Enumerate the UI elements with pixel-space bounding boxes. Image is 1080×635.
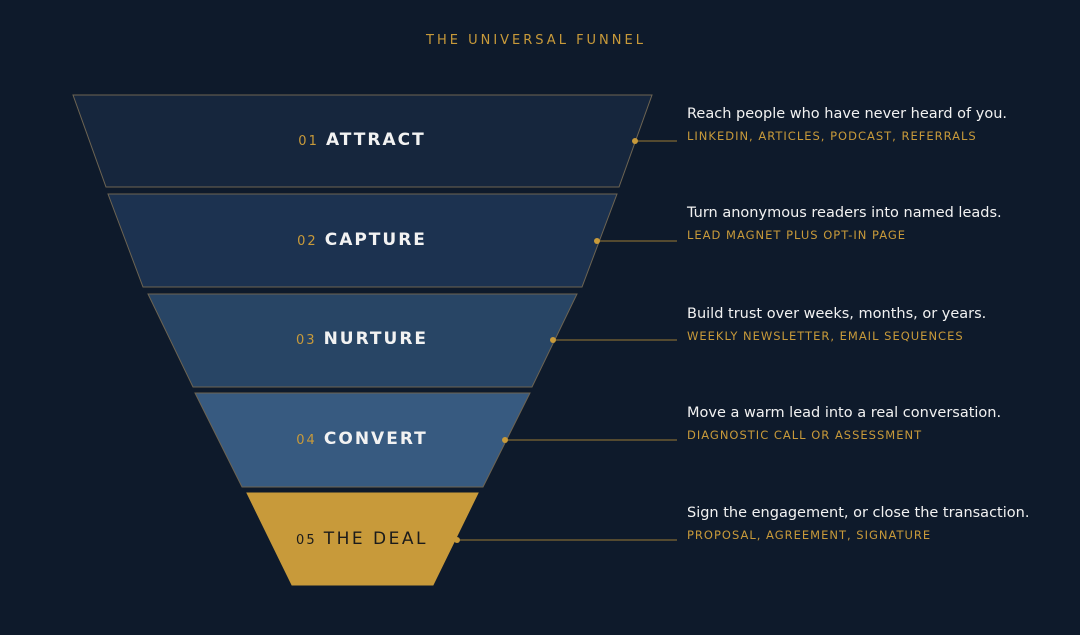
stage-label-capture: 02 CAPTURE <box>162 230 562 250</box>
stage-channels: WEEKLY NEWSLETTER, EMAIL SEQUENCES <box>687 329 964 343</box>
stage-number: 04 <box>296 433 317 448</box>
stage-name: THE DEAL <box>323 529 428 549</box>
stage-name: ATTRACT <box>325 130 426 150</box>
stage-channels: LEAD MAGNET PLUS OPT-IN PAGE <box>687 228 907 242</box>
stage-number: 02 <box>297 234 318 249</box>
stage-channels: PROPOSAL, AGREEMENT, SIGNATURE <box>687 528 932 542</box>
funnel-stage-capture <box>107 193 618 288</box>
connector-dot-deal <box>454 537 460 543</box>
diagram-title: THE UNIVERSAL FUNNEL <box>426 33 646 48</box>
stage-description-text: Turn anonymous readers into named leads. <box>687 205 1002 221</box>
stage-description-convert: Move a warm lead into a real conversatio… <box>687 405 1067 442</box>
funnel-stage-deal <box>246 492 479 586</box>
stage-description-text: Move a warm lead into a real conversatio… <box>687 405 1002 421</box>
connector-dot-attract <box>632 138 638 144</box>
stage-description-capture: Turn anonymous readers into named leads.… <box>687 205 1067 242</box>
stage-description-text: Build trust over weeks, months, or years… <box>687 306 987 322</box>
stage-description-text: Reach people who have never heard of you… <box>687 106 1008 122</box>
funnel-stage-attract <box>72 94 653 188</box>
stage-number: 01 <box>298 134 319 149</box>
stage-label-attract: 01 ATTRACT <box>162 130 562 150</box>
stage-description-deal: Sign the engagement, or close the transa… <box>687 505 1067 542</box>
stage-name: NURTURE <box>323 329 429 349</box>
stage-number: 05 <box>296 533 317 548</box>
funnel-stage-convert <box>194 392 531 488</box>
stage-description-text: Sign the engagement, or close the transa… <box>687 505 1030 521</box>
stage-name: CAPTURE <box>324 230 427 250</box>
stage-description-nurture: Build trust over weeks, months, or years… <box>687 306 1067 343</box>
stage-channels: LINKEDIN, ARTICLES, PODCAST, REFERRALS <box>687 129 977 143</box>
stage-description-attract: Reach people who have never heard of you… <box>687 106 1067 143</box>
stage-name: CONVERT <box>323 429 428 449</box>
connector-dot-nurture <box>550 337 556 343</box>
connector-dot-capture <box>594 238 600 244</box>
stage-number: 03 <box>295 333 317 348</box>
stage-label-deal: 05 THE DEAL <box>162 529 562 549</box>
stage-label-convert: 04 CONVERT <box>162 429 562 449</box>
funnel-stage-nurture <box>147 293 578 388</box>
connector-dot-convert <box>502 437 508 443</box>
stage-label-nurture: 03 NURTURE <box>162 329 562 349</box>
stage-channels: DIAGNOSTIC CALL OR ASSESSMENT <box>687 428 923 442</box>
